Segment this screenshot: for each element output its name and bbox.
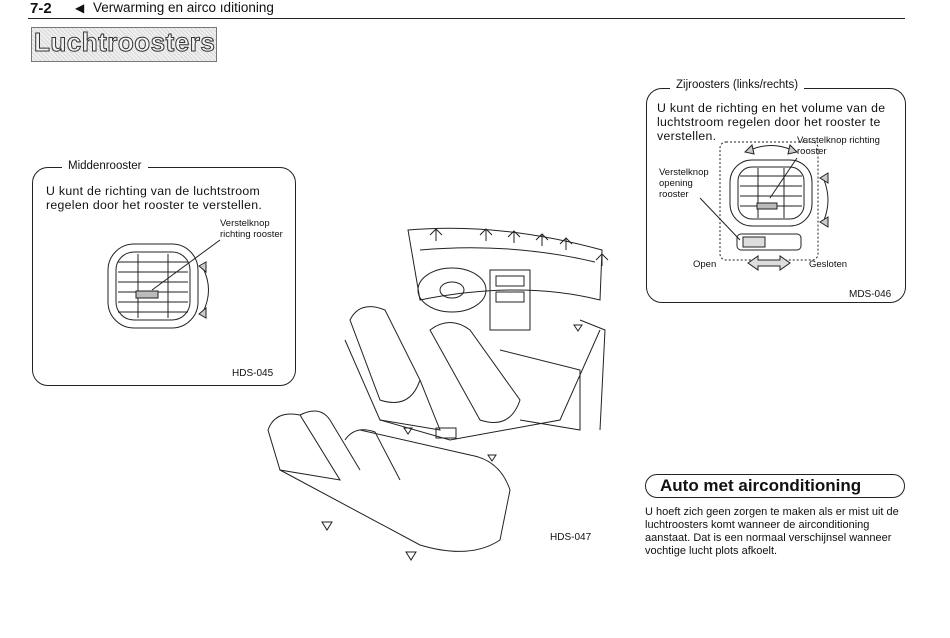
- zij-callout-open-3: rooster: [659, 189, 689, 200]
- zij-callout-dir-2: rooster: [797, 146, 827, 157]
- midden-label: Middenrooster: [62, 160, 148, 172]
- midden-callout-2: richting rooster: [220, 229, 283, 240]
- zij-text-2: luchtstroom regelen door het rooster te: [657, 115, 881, 129]
- section-title: Luchtroosters: [33, 27, 216, 58]
- midden-text-1: U kunt de richting van de luchtstroom: [46, 184, 261, 198]
- midden-code: HDS-045: [232, 368, 274, 379]
- midden-box: [32, 167, 296, 386]
- zij-text-1: U kunt de richting en het volume van de: [657, 101, 886, 115]
- zij-callout-dir-1: Verstelknop richting: [797, 135, 880, 146]
- ac-heading-frame: [645, 474, 905, 498]
- ac-heading: Auto met airconditioning: [660, 476, 862, 495]
- ac-body-text: U hoeft zich geen zorgen te maken als er…: [645, 506, 899, 557]
- midden-callout-1: Verstelknop: [220, 218, 270, 229]
- car-code: HDS-047: [550, 532, 592, 543]
- zij-closed-label: Gesloten: [809, 259, 848, 270]
- zij-code: MDS-046: [849, 289, 892, 300]
- zij-callout-open-1: Verstelknop: [659, 167, 709, 178]
- back-arrow-icon: ◀: [75, 1, 85, 15]
- page-number: 7-2: [30, 0, 52, 17]
- midden-text-2: regelen door het rooster te verstellen.: [46, 198, 263, 212]
- header-divider: [28, 18, 905, 19]
- zij-label: Zijroosters (links/rechts): [670, 79, 805, 91]
- section-title-box: [31, 27, 217, 62]
- zij-open-label: Open: [693, 259, 717, 270]
- zij-callout-open-2: opening: [659, 178, 693, 189]
- zij-text-3: verstellen.: [657, 129, 717, 143]
- chapter-title: Verwarming en airco ıditioning: [93, 0, 274, 15]
